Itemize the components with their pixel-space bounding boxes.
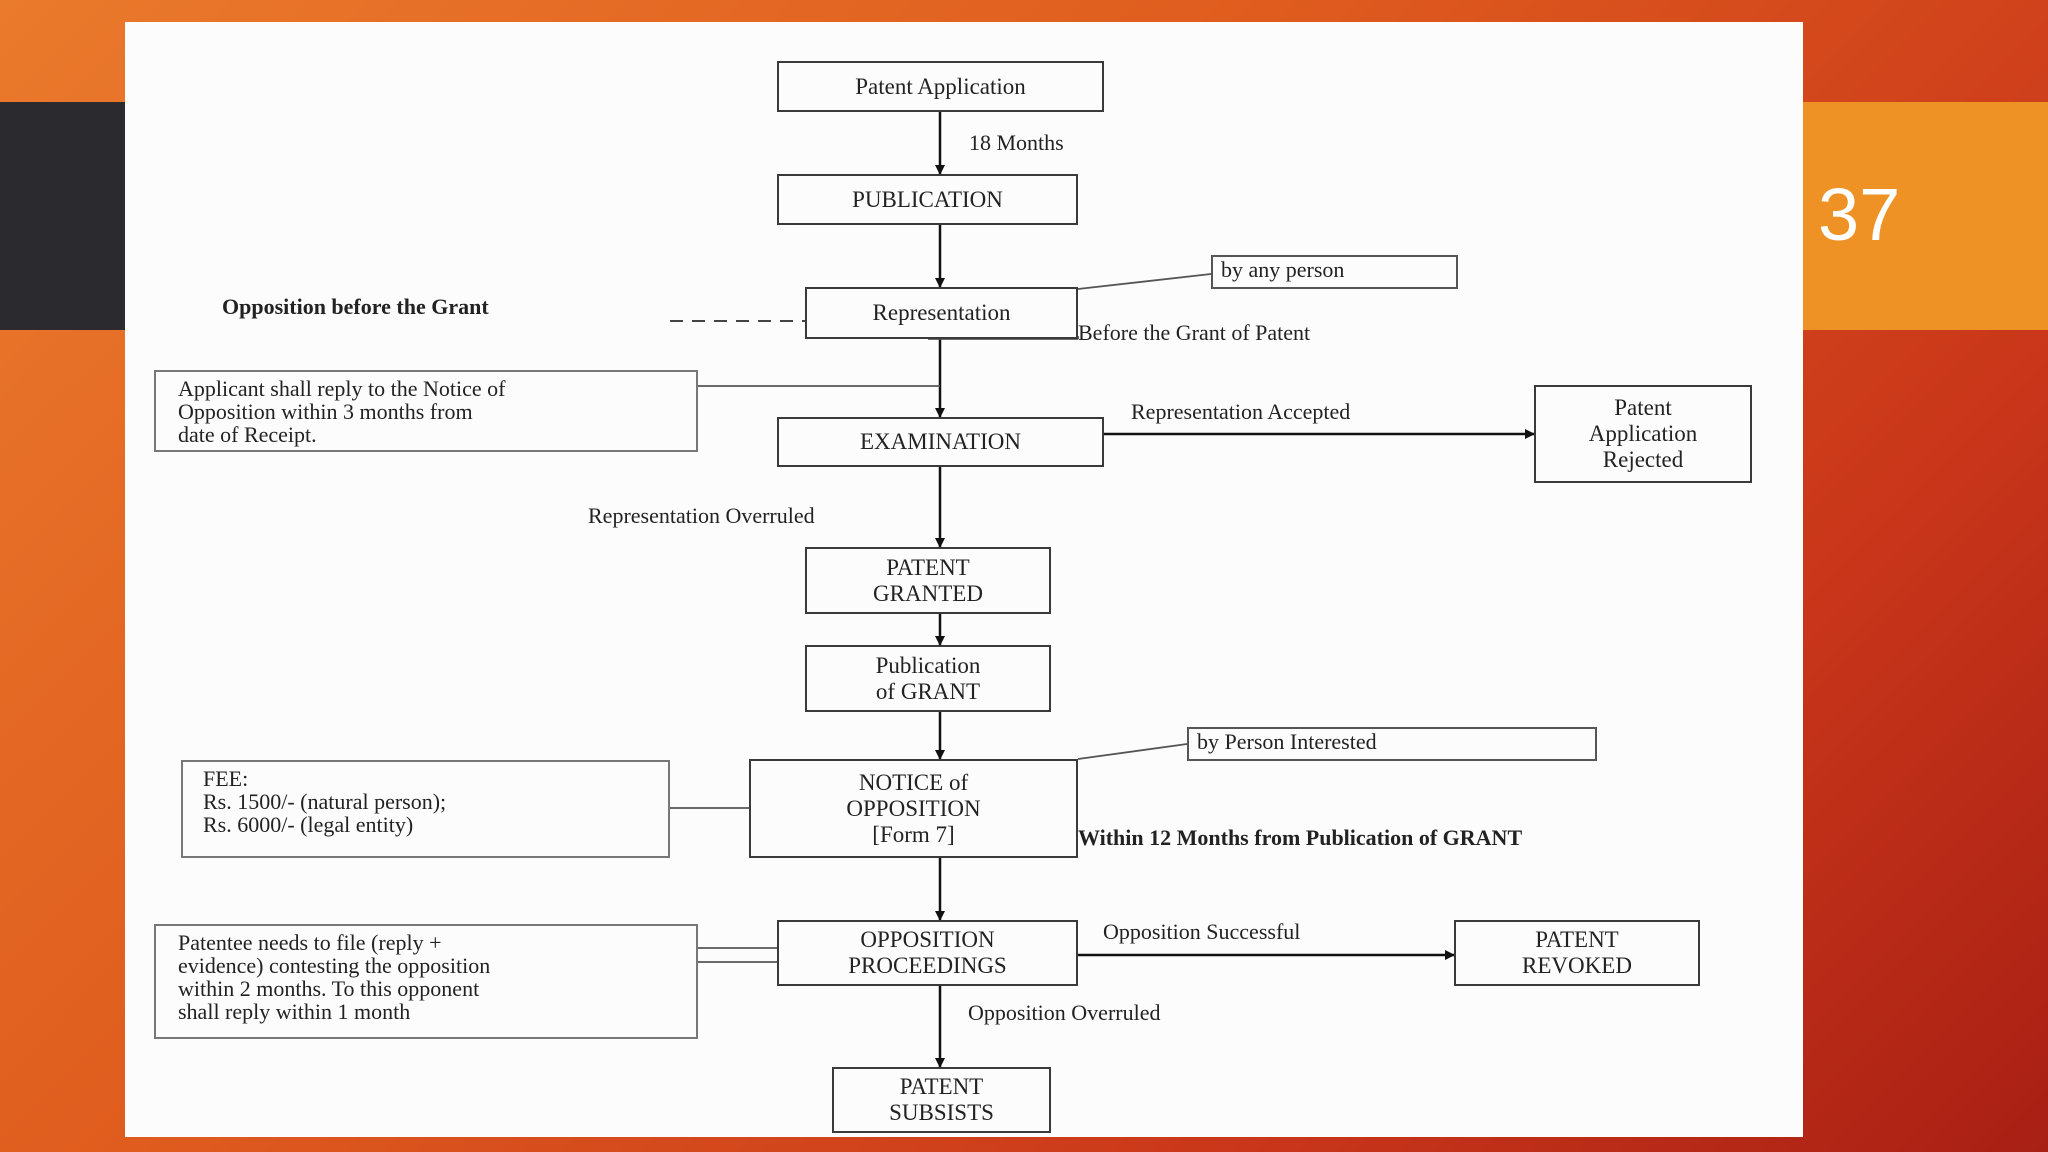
slide-number: 37 xyxy=(1818,173,1901,256)
connector-representation-any-person xyxy=(1077,273,1212,290)
label-opposition-overruled: Opposition Overruled xyxy=(968,1000,1161,1025)
connector-notice-person-interested xyxy=(1077,743,1188,760)
applicant-reply-note: Applicant shall reply to the Notice of O… xyxy=(154,370,698,452)
examination-box: EXAMINATION xyxy=(777,417,1104,467)
application-rejected-box: Patent Application Rejected xyxy=(1534,385,1752,483)
notice-of-opposition-box: NOTICE of OPPOSITION [Form 7] xyxy=(749,759,1078,858)
flowchart-panel: Patent Application PUBLICATION Represent… xyxy=(125,22,1803,1137)
representation-box: Representation xyxy=(805,287,1078,339)
slide-number-tab xyxy=(1803,102,2048,330)
label-representation-overruled: Representation Overruled xyxy=(588,503,815,528)
label-within-12-months: Within 12 Months from Publication of GRA… xyxy=(1078,825,1523,850)
patent-granted-box: PATENT GRANTED xyxy=(805,547,1051,614)
dark-accent-band xyxy=(0,102,125,330)
label-before-grant-of-patent: Before the Grant of Patent xyxy=(1078,320,1311,345)
label-opposition-before-grant: Opposition before the Grant xyxy=(222,294,489,319)
publication-box: PUBLICATION xyxy=(777,174,1078,225)
patent-subsists-box: PATENT SUBSISTS xyxy=(832,1067,1051,1133)
patent-application-box: Patent Application xyxy=(777,61,1104,112)
label-18-months: 18 Months xyxy=(969,130,1064,155)
flowchart-connectors xyxy=(670,112,1535,1068)
fee-note: FEE: Rs. 1500/- (natural person); Rs. 60… xyxy=(181,760,670,858)
patentee-reply-note: Patentee needs to file (reply + evidence… xyxy=(154,924,698,1039)
label-opposition-successful: Opposition Successful xyxy=(1103,919,1301,944)
label-representation-accepted: Representation Accepted xyxy=(1131,399,1351,424)
by-any-person-box: by any person xyxy=(1211,255,1458,289)
opposition-proceedings-box: OPPOSITION PROCEEDINGS xyxy=(777,920,1078,986)
publication-of-grant-box: Publication of GRANT xyxy=(805,645,1051,712)
by-person-interested-box: by Person Interested xyxy=(1187,727,1597,761)
patent-revoked-box: PATENT REVOKED xyxy=(1454,920,1700,986)
